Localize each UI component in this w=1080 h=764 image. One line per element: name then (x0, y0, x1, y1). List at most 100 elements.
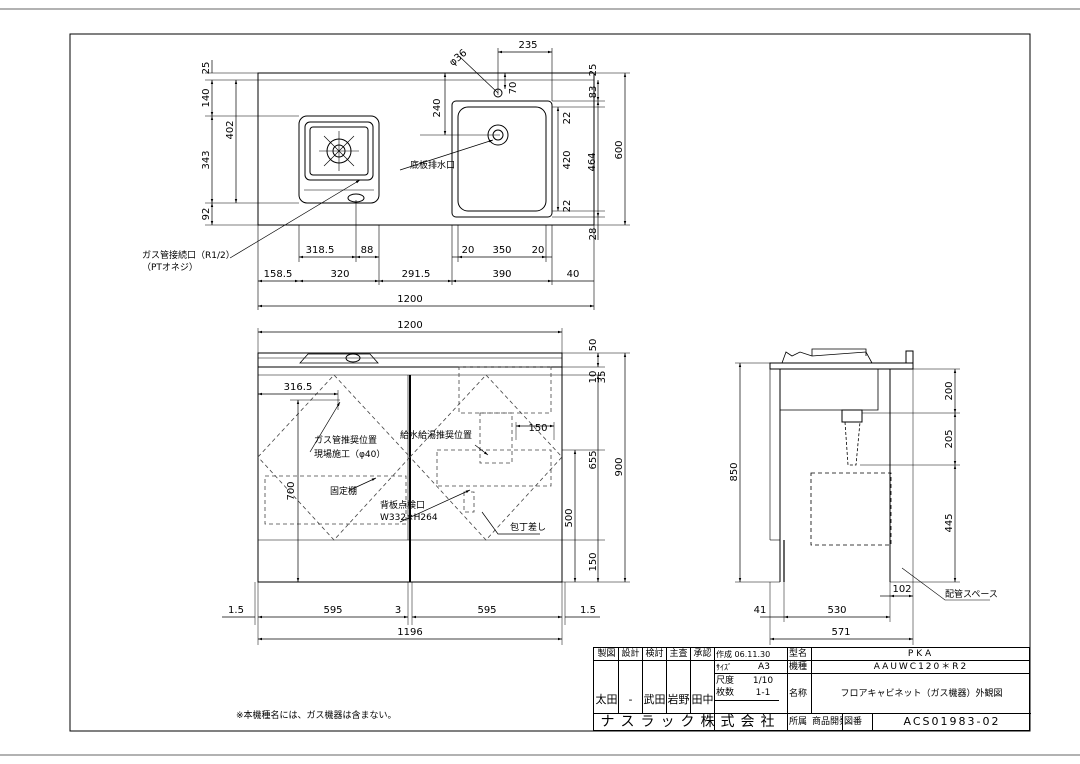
svg-text:83: 83 (588, 86, 599, 99)
svg-text:20: 20 (462, 245, 475, 256)
svg-text:1200: 1200 (397, 294, 422, 305)
name-value: フロアキャビネット（ガス機器）外観図 (840, 689, 1003, 699)
type-value: AAUWC120＊R2 (873, 662, 969, 672)
svg-text:88: 88 (361, 245, 374, 256)
plan-dimension-text: 25 140 402 343 92 235 φ36 70 240 25 83 2… (142, 40, 625, 305)
svg-text:316.5: 316.5 (284, 382, 313, 393)
name-review: 武田 (643, 693, 666, 706)
size-label: ｻｲｽﾞ (716, 663, 732, 672)
type-label: 機種 (789, 662, 808, 672)
company-name: ナスラック株式会社 (600, 714, 781, 730)
role-drafting: 製図 (597, 649, 616, 659)
svg-text:318.5: 318.5 (306, 245, 335, 256)
svg-text:20: 20 (532, 245, 545, 256)
svg-text:350: 350 (492, 245, 511, 256)
svg-text:655: 655 (588, 450, 599, 469)
svg-text:850: 850 (729, 462, 740, 481)
scale-value: 1/10 (752, 676, 774, 686)
gas-connection-label: ガス管接続口（R1/2） (142, 249, 235, 261)
gas-thread-label: （PTオネジ） (142, 262, 198, 273)
svg-text:235: 235 (518, 40, 537, 51)
svg-text:28: 28 (588, 228, 599, 241)
svg-text:595: 595 (323, 605, 342, 616)
front-dimension-text: 1200 316.5 150 50 10 35 655 900 700 500 … (228, 320, 625, 638)
svg-text:205: 205 (944, 429, 955, 448)
role-chief: 主査 (669, 649, 688, 659)
sheets-label: 枚数 (716, 688, 735, 698)
svg-text:92: 92 (201, 208, 212, 221)
svg-text:25: 25 (201, 62, 212, 75)
svg-text:445: 445 (944, 513, 955, 532)
svg-text:50: 50 (588, 339, 599, 352)
svg-text:22: 22 (562, 112, 573, 125)
svg-text:1.5: 1.5 (228, 605, 244, 616)
title-block: 製図 設計 検討 主査 承認 太田 - 武田 岩野 田中 作成 06.11.30… (593, 647, 1031, 731)
drawing-frame (69, 33, 1031, 732)
side-dimension-text: 200 205 445 850 41 530 102 571 配管スペース (729, 381, 998, 638)
plan-view (205, 48, 630, 310)
front-view (257, 352, 563, 583)
svg-text:240: 240 (432, 98, 443, 117)
svg-text:700: 700 (286, 481, 297, 500)
svg-text:102: 102 (892, 584, 911, 595)
back-panel-label: 背板点検口 (380, 499, 425, 511)
drain-label: 底板排水口 (410, 159, 455, 171)
svg-text:595: 595 (477, 605, 496, 616)
model-label: 型名 (789, 649, 808, 659)
svg-text:70: 70 (508, 82, 519, 95)
svg-text:291.5: 291.5 (402, 269, 431, 280)
svg-text:150: 150 (588, 552, 599, 571)
front-dimension-lines (222, 328, 630, 645)
name-chief: 岩野 (667, 693, 690, 706)
knife-rack-label: 包丁差し (510, 521, 546, 533)
svg-text:900: 900 (614, 457, 625, 476)
svg-text:390: 390 (492, 269, 511, 280)
back-panel-size-label: W332×H264 (380, 513, 438, 523)
gas-pipe-sub-label: 現場施工（φ40） (314, 448, 385, 460)
side-dimension-lines (735, 362, 990, 645)
name-design: - (628, 693, 633, 706)
role-review: 検討 (645, 649, 664, 659)
dept-label: 所属 (789, 717, 808, 727)
svg-text:140: 140 (201, 88, 212, 107)
sink-bowl (451, 100, 553, 218)
svg-text:343: 343 (201, 150, 212, 169)
svg-text:571: 571 (831, 627, 850, 638)
svg-text:600: 600 (614, 140, 625, 159)
water-supply-label: 給水給湯推奨位置 (400, 429, 472, 441)
svg-text:420: 420 (562, 150, 573, 169)
svg-text:φ36: φ36 (447, 48, 469, 69)
gas-stove (298, 115, 380, 204)
svg-text:150: 150 (528, 423, 547, 434)
size-value: A3 (758, 662, 770, 672)
svg-text:1.5: 1.5 (580, 605, 596, 616)
svg-text:1196: 1196 (397, 627, 422, 638)
pipe-space-label: 配管スペース (945, 588, 998, 600)
name-drafting: 太田 (595, 693, 618, 706)
svg-text:10: 10 (588, 371, 599, 384)
svg-text:320: 320 (330, 269, 349, 280)
svg-text:500: 500 (564, 508, 575, 527)
drawing-no-label: 図番 (844, 717, 863, 727)
drawing-no-value: ACS01983-02 (903, 715, 1001, 728)
svg-text:41: 41 (754, 605, 767, 616)
model-note: ※本機種名には、ガス機器は含まない。 (236, 709, 397, 721)
role-design: 設計 (621, 649, 640, 659)
front-hidden-lines (257, 366, 563, 541)
gas-pipe-label: ガス管推奨位置 (314, 434, 377, 446)
svg-text:25: 25 (588, 64, 599, 77)
svg-text:22: 22 (562, 200, 573, 213)
role-approve: 承認 (693, 649, 712, 659)
svg-text:3: 3 (395, 605, 401, 616)
sheets-value: 1-1 (755, 688, 771, 698)
created-date: 作成 06.11.30 (716, 650, 771, 659)
svg-text:200: 200 (944, 381, 955, 400)
svg-text:464: 464 (587, 152, 598, 171)
name-label: 名称 (789, 689, 808, 699)
model-value: PKA (907, 649, 935, 659)
side-view (769, 348, 914, 582)
svg-text:1200: 1200 (397, 320, 422, 331)
svg-text:530: 530 (827, 605, 846, 616)
dept-value: 商品開発室 (812, 717, 842, 727)
